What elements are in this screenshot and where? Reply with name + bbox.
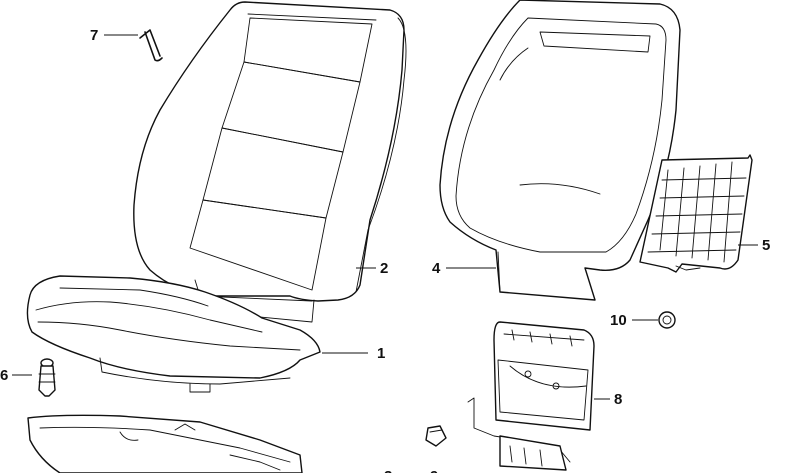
backrest-cover <box>133 1 407 323</box>
callout-3: 3 <box>384 468 392 473</box>
wire-clip <box>139 29 163 62</box>
callout-2: 2 <box>380 260 388 277</box>
backrest-back-panel <box>439 0 681 301</box>
callout-6: 6 <box>0 367 8 384</box>
callout-8: 8 <box>614 391 622 408</box>
small-bracket-clip <box>425 425 447 447</box>
lumbar-support-assembly <box>467 321 595 471</box>
callout-5: 5 <box>762 237 770 254</box>
callout-1: 1 <box>377 345 385 362</box>
push-in-fastener <box>38 358 56 397</box>
callout-4: 4 <box>432 260 441 277</box>
leader-lines <box>12 34 758 400</box>
map-pocket-net <box>639 154 753 273</box>
round-clip <box>658 311 676 329</box>
seat-pan-frame <box>27 414 303 473</box>
seat-cushion <box>26 275 321 393</box>
callout-labels: 1 2 3 4 5 6 7 8 9 10 <box>0 27 770 473</box>
callout-9: 9 <box>430 468 438 473</box>
callout-7: 7 <box>90 27 98 44</box>
callout-10: 10 <box>610 312 627 329</box>
